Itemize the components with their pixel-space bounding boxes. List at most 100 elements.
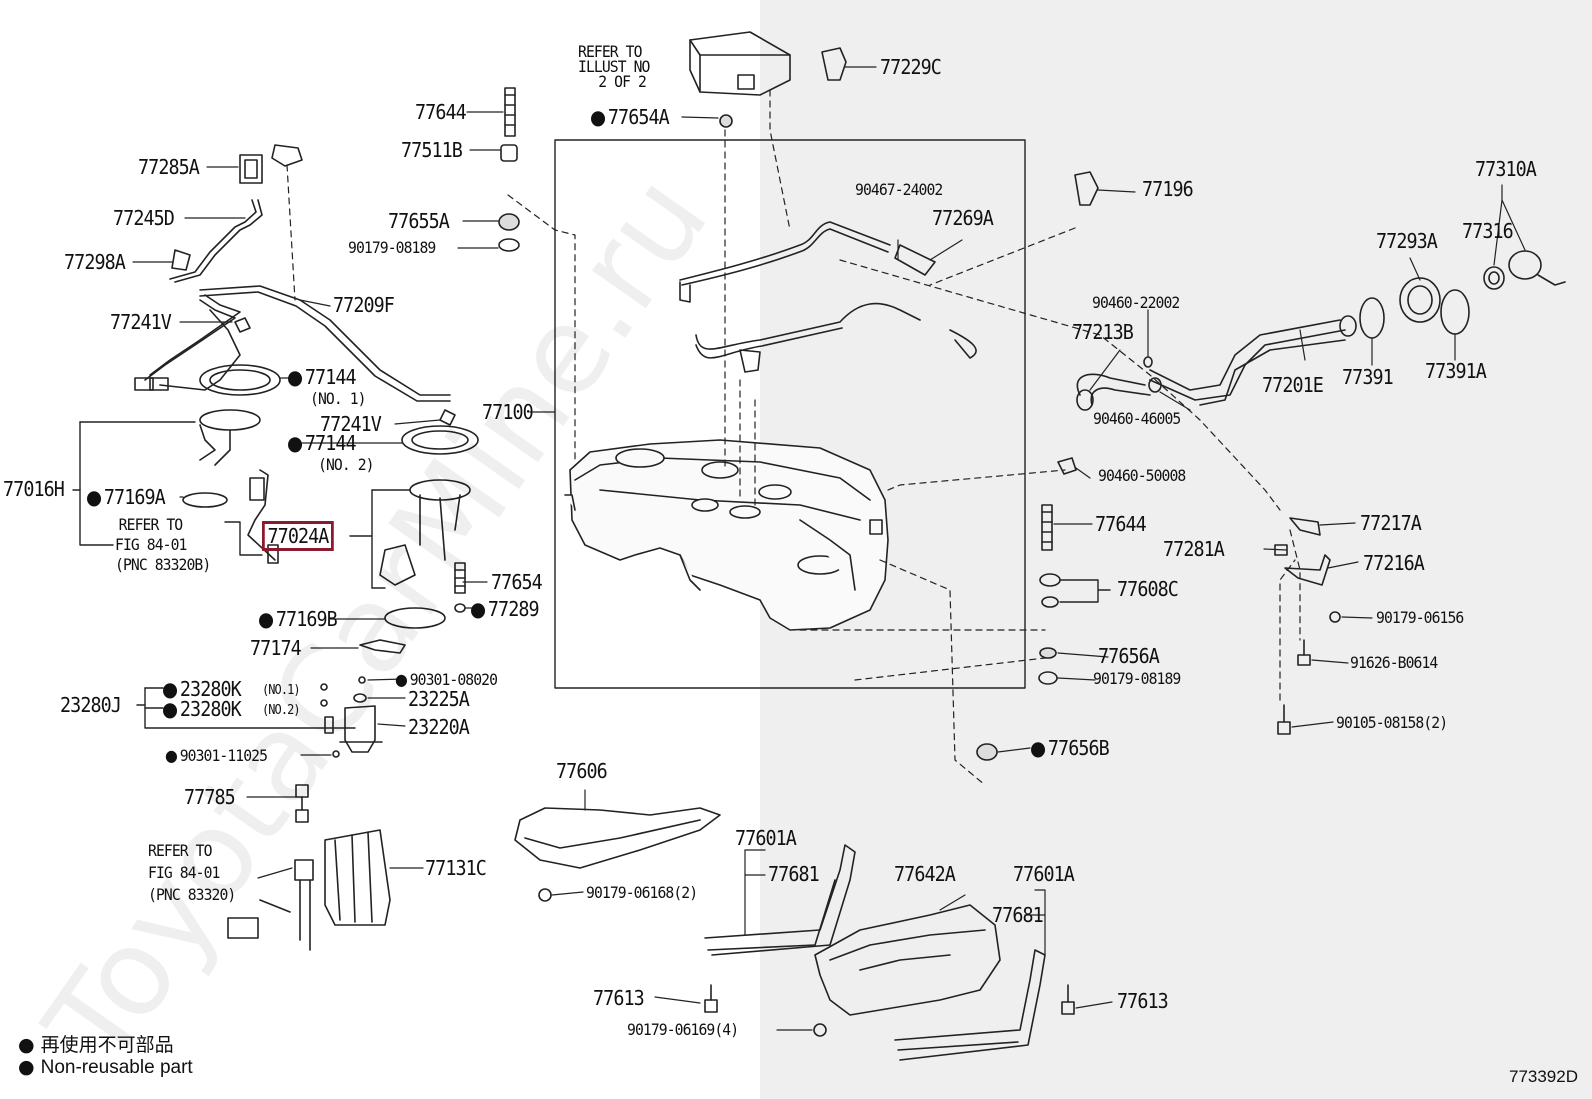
part-label-77144-no2[interactable]: 77144 <box>287 432 357 454</box>
gasket-77391a <box>1440 289 1470 335</box>
part-label-90179-06168[interactable]: 90179-06168(2) <box>586 883 698 902</box>
fuel-suction-cup-77131c <box>227 829 391 951</box>
part-label-77131c[interactable]: 77131C <box>425 856 487 880</box>
part-label-23280j[interactable]: 23280J <box>60 693 122 717</box>
leader-lines <box>132 66 1526 1031</box>
part-label-77310a[interactable]: 77310A <box>1475 157 1537 181</box>
legend-line-english: ●Non-reusable part <box>18 1056 193 1079</box>
part-label-77608c[interactable]: 77608C <box>1117 577 1179 601</box>
lock-ring-77144-no2 <box>401 425 479 455</box>
charcoal-canister <box>689 31 791 96</box>
part-label-77016h[interactable]: 77016H <box>3 477 65 501</box>
sender-gauge-77644-b <box>1041 504 1053 551</box>
refer-to-fig-note-1[interactable]: REFER TO FIG 84-01 (PNC 83320B) <box>115 515 211 575</box>
legend-bullet-icon: ● <box>18 1034 35 1056</box>
part-label-77293a[interactable]: 77293A <box>1376 229 1438 253</box>
fuel-tank <box>564 439 889 631</box>
part-label-23280k-no2-note: (NO.2) <box>262 703 301 718</box>
part-label-77229c[interactable]: 77229C <box>880 55 942 79</box>
part-label-77144-no1[interactable]: 77144 <box>287 366 357 388</box>
gasket-77169a <box>182 492 228 508</box>
clip-90179-08189 <box>498 238 520 252</box>
grommet-77654a <box>719 114 733 128</box>
legend-line-japanese: ●再使用不可部品 <box>18 1030 174 1057</box>
part-label-77654a[interactable]: 77654A <box>590 106 670 128</box>
part-label-77209f[interactable]: 77209F <box>333 293 395 317</box>
refer-to-illust-note[interactable]: REFER TO ILLUST NO 2 OF 2 <box>578 44 650 91</box>
part-label-77656b[interactable]: 77656B <box>1030 737 1110 759</box>
part-label-90460-22002[interactable]: 90460-22002 <box>1092 293 1180 312</box>
part-label-77601a-b[interactable]: 77601A <box>1013 862 1075 886</box>
grommet-77293a <box>1399 277 1441 323</box>
part-label-90179-08189-b[interactable]: 90179-08189 <box>1093 669 1181 688</box>
check-valve <box>739 349 761 373</box>
part-label-77285a[interactable]: 77285A <box>138 155 200 179</box>
part-label-77269a[interactable]: 77269A <box>932 206 994 230</box>
part-label-91626-b0614[interactable]: 91626-B0614 <box>1350 653 1438 672</box>
part-label-90460-46005[interactable]: 90460-46005 <box>1093 409 1181 428</box>
clip-90179-06156 <box>1329 611 1341 623</box>
part-label-77391a[interactable]: 77391A <box>1425 359 1487 383</box>
vent-valve-77196 <box>1074 171 1099 206</box>
refer-to-fig-note-2[interactable]: REFER TO FIG 84-01 (PNC 83320) <box>148 840 236 906</box>
part-label-77100[interactable]: 77100 <box>482 400 534 424</box>
part-label-23220a[interactable]: 23220A <box>408 715 470 739</box>
grommet-77655a <box>498 213 520 231</box>
part-label-77201e[interactable]: 77201E <box>1262 373 1324 397</box>
refer-top-line3: 2 OF 2 <box>598 72 647 91</box>
part-label-77642a[interactable]: 77642A <box>894 862 956 886</box>
clamp-77174 <box>359 639 406 654</box>
part-label-77281a[interactable]: 77281A <box>1163 537 1225 561</box>
part-label-77241v-b[interactable]: 77241V <box>320 412 382 436</box>
part-label-77298a[interactable]: 77298A <box>64 250 126 274</box>
gasket-77608c-a <box>1039 573 1061 587</box>
part-label-77289[interactable]: 77289 <box>470 598 540 620</box>
part-label-23225a[interactable]: 23225A <box>408 687 470 711</box>
part-label-77511b[interactable]: 77511B <box>401 138 463 162</box>
part-label-77216a[interactable]: 77216A <box>1363 551 1425 575</box>
part-label-77316[interactable]: 77316 <box>1462 219 1514 243</box>
filler-cap-77310a <box>1508 250 1566 286</box>
part-label-77654[interactable]: 77654 <box>491 570 543 594</box>
part-label-90105-08158[interactable]: 90105-08158(2) <box>1336 713 1448 732</box>
part-label-77606[interactable]: 77606 <box>556 759 608 783</box>
part-label-77024a-highlighted[interactable]: 77024A <box>262 521 334 551</box>
clip-90179-06168 <box>538 888 552 902</box>
part-label-77601a[interactable]: 77601A <box>735 826 797 850</box>
part-label-77245d[interactable]: 77245D <box>113 206 175 230</box>
part-label-90301-08020[interactable]: 90301-08020 <box>395 671 498 689</box>
part-label-77644[interactable]: 77644 <box>415 100 467 124</box>
part-label-23280k-no1[interactable]: 23280K <box>162 678 242 700</box>
part-label-77174[interactable]: 77174 <box>250 636 302 660</box>
part-label-77217a[interactable]: 77217A <box>1360 511 1422 535</box>
part-label-77681-b[interactable]: 77681 <box>992 903 1044 927</box>
part-label-77169a[interactable]: 77169A <box>86 486 166 508</box>
bolt-77613-a <box>704 984 718 1013</box>
part-label-77169b[interactable]: 77169B <box>258 608 338 630</box>
part-label-77655a[interactable]: 77655A <box>388 209 450 233</box>
part-label-90179-06169[interactable]: 90179-06169(4) <box>627 1020 739 1039</box>
part-label-77196[interactable]: 77196 <box>1142 177 1194 201</box>
bracket-77217a <box>1289 517 1321 536</box>
part-label-77613[interactable]: 77613 <box>593 986 645 1010</box>
part-label-77213b[interactable]: 77213B <box>1072 320 1134 344</box>
part-label-77644-b[interactable]: 77644 <box>1095 512 1147 536</box>
part-label-90301-11025[interactable]: 90301-11025 <box>165 747 268 765</box>
part-label-23280k-no2[interactable]: 23280K <box>162 698 242 720</box>
part-label-90179-08189[interactable]: 90179-08189 <box>348 238 436 257</box>
part-label-90460-50008[interactable]: 90460-50008 <box>1098 466 1186 485</box>
part-label-77241v[interactable]: 77241V <box>110 310 172 334</box>
part-label-90179-06156[interactable]: 90179-06156 <box>1376 608 1464 627</box>
sender-gauge-77644 <box>504 87 516 137</box>
part-label-77681[interactable]: 77681 <box>768 862 820 886</box>
part-label-90467-24002[interactable]: 90467-24002 <box>855 180 943 199</box>
part-label-77144-no2-note: (NO. 2) <box>318 455 375 474</box>
tube-77245d <box>174 199 263 283</box>
part-label-77613-b[interactable]: 77613 <box>1117 989 1169 1013</box>
part-label-77785[interactable]: 77785 <box>184 785 236 809</box>
bolt-90105-08158 <box>1277 704 1291 735</box>
clamp-90460-50008 <box>1057 457 1077 475</box>
part-label-77656a[interactable]: 77656A <box>1098 644 1160 668</box>
clamp-90460-22002 <box>1143 356 1153 368</box>
part-label-77391[interactable]: 77391 <box>1342 365 1394 389</box>
